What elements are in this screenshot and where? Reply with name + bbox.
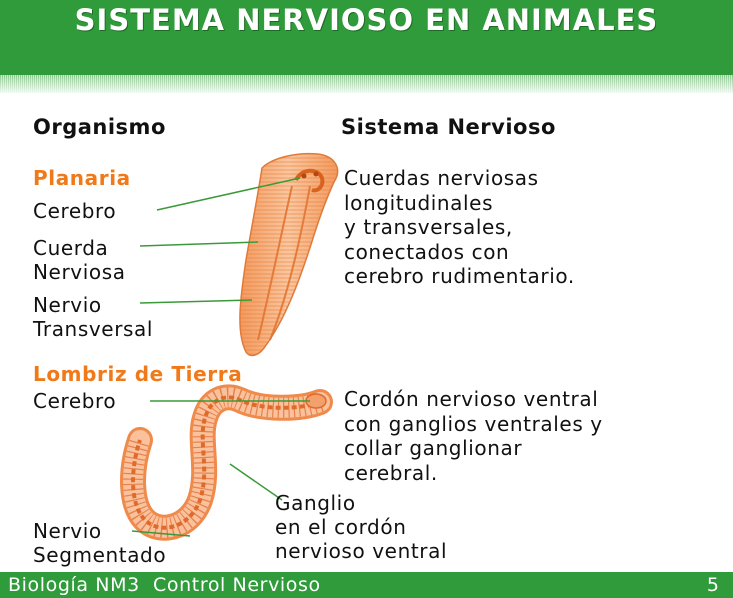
planaria-illustration — [239, 152, 339, 357]
banner-stripes-fade — [0, 75, 733, 93]
earthworm-label-ganglion-1: Ganglio — [275, 491, 356, 515]
earthworm-description-line: Cordón nervioso ventral — [344, 387, 599, 411]
planaria-description-line: y transversales, — [344, 215, 513, 239]
pointer-lines — [131, 177, 310, 537]
column-header-nervous-system: Sistema Nervioso — [341, 115, 556, 139]
planaria-description-line: longitudinales — [344, 190, 494, 215]
planaria-description-line: conectados con — [344, 239, 510, 264]
footer-course: Biología NM3 Control Nervioso — [8, 574, 321, 596]
planaria-description: Cuerdas nerviosas longitudinales y trans… — [344, 166, 575, 289]
earthworm-description-line: cerebral. — [344, 460, 438, 485]
earthworm-description-line: con ganglios ventrales y — [344, 411, 603, 436]
earthworm-label-nerve-1: Nervio — [33, 519, 102, 543]
planaria-label-cord-2: Nerviosa — [33, 260, 126, 284]
slide-title: SISTEMA NERVIOSO EN ANIMALES — [74, 3, 659, 37]
title-banner: SISTEMA NERVIOSO EN ANIMALES — [0, 0, 733, 75]
column-header-organism: Organismo — [33, 115, 166, 139]
earthworm-label-nerve-2: Segmentado — [33, 543, 167, 567]
earthworm-label-brain: Cerebro — [33, 389, 117, 413]
earthworm-label-ganglion-3: nervioso ventral — [275, 539, 448, 563]
planaria-label-brain: Cerebro — [33, 199, 117, 223]
planaria-label-nerve-2: Transversal — [33, 317, 154, 341]
earthworm-illustration — [120, 384, 333, 541]
earthworm-description: Cordón nervioso ventral con ganglios ven… — [344, 387, 603, 485]
earthworm-heading: Lombriz de Tierra — [33, 362, 243, 386]
page-number: 5 — [706, 574, 719, 596]
earthworm-description-line: collar ganglionar — [344, 436, 523, 460]
footer-bar: Biología NM3 Control Nervioso 5 — [0, 572, 733, 598]
planaria-description-line: Cuerdas nerviosas — [344, 166, 539, 190]
planaria-heading: Planaria — [33, 166, 131, 190]
earthworm-label-ganglion-2: en el cordón — [275, 515, 407, 539]
planaria-description-line: cerebro rudimentario. — [344, 264, 575, 288]
planaria-label-cord-1: Cuerda — [33, 236, 109, 260]
planaria-label-nerve-1: Nervio — [33, 293, 102, 317]
